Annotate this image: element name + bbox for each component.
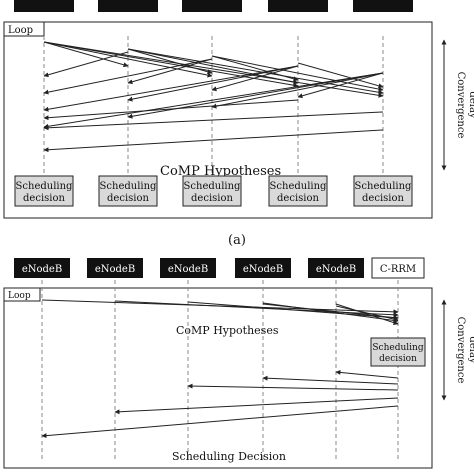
panel-a: Loop CoMP Hypotheses SchedulingdecisionS… [3,0,474,248]
panel-b-decision-arrow [262,375,399,385]
panel-a-loop-tab [3,21,45,37]
panel-a-decision-line1: Scheduling [355,181,412,192]
panel-b-hypothesis-arrow [335,305,399,322]
panel-b-lifelines [41,280,399,462]
panel-b: eNodeB eNodeB eNodeB eNodeB eNodeB C-RRM Loop… [3,257,474,469]
panel-a-node-box [98,0,158,12]
panel-b-hypotheses-label: CoMP Hypotheses [176,324,279,337]
panel-b-loop-frame [3,287,433,469]
panel-a-node-box [268,0,328,12]
panel-a-message-arrow [127,48,384,95]
panel-a-message-arrow [211,72,384,109]
panel-a-decision-box [98,175,158,207]
panel-a-node-box [182,0,242,12]
panel-a-decision-box [353,175,413,207]
panel-a-message-arrow [127,58,213,85]
panel-a-message-arrow [127,72,384,119]
panel-a-message-arrow [43,41,384,98]
panel-a-message-arrow [43,129,384,153]
panel-b-node-row: eNodeB eNodeB eNodeB eNodeB eNodeB C-RRM [14,257,425,279]
panel-b-enodeb-box [14,258,70,278]
panel-a-lifelines [43,36,384,200]
panel-a-delay-label-2: delay [467,91,474,118]
panel-a-decision-line1: Scheduling [16,181,73,192]
panel-b-crrm-box [371,257,425,279]
panel-a-messages [43,41,384,153]
panel-a-message-arrow [297,62,384,89]
panel-b-hypothesis-arrow [187,301,399,321]
panel-a-node-box [353,0,413,12]
panel-a-decision-line2: decision [362,193,404,204]
panel-a-message-arrow [211,55,299,82]
panel-a-message-arrow [297,72,384,99]
panel-a-decisions: SchedulingdecisionSchedulingdecisionSche… [14,175,413,207]
panel-a-message-arrow [211,55,384,92]
panel-a-message-arrow [43,51,129,78]
panel-a-delay-label-1: Convergence [455,72,466,139]
panel-b-delay-label-2: delay [467,336,474,363]
panel-a-node-row [14,0,413,12]
panel-a-message-arrow [211,65,299,92]
panel-b-loop-label: Loop [8,291,31,301]
panel-a-message-arrow [127,48,299,85]
panel-a-decision-line2: decision [191,193,233,204]
panel-b-decision-box [370,337,426,367]
panel-a-message-arrow [127,48,213,75]
panel-a-decision-line1: Scheduling [184,181,241,192]
panel-a-decision-box [182,175,242,207]
panel-a-message-arrow [43,41,299,88]
panel-a-caption: (a) [228,233,246,248]
panel-a-decision-line2: decision [277,193,319,204]
panel-a-decision-line1: Scheduling [270,181,327,192]
panel-b-hypothesis-arrow [262,303,399,321]
panel-b-messages [41,299,399,439]
panel-a-message-arrow [43,41,213,78]
panel-b-enodeb-box [160,258,216,278]
panel-b-decision-arrow [114,397,399,415]
panel-b-enodeb-label: eNodeB [95,264,135,275]
panel-b-delay-label-1: Convergence [455,317,466,384]
panel-b-decision-arrow [41,405,399,439]
panel-a-decision-line2: decision [23,193,65,204]
panel-b-decision-arrow [335,369,399,379]
panel-a-hypotheses-label: CoMP Hypotheses [160,164,281,179]
panel-b-enodeb-label: eNodeB [243,264,283,275]
panel-a-message-arrow [43,72,384,129]
panel-b-crrm-label: C-RRM [380,264,416,275]
panel-b-enodeb-label: eNodeB [316,264,356,275]
panel-a-node-box [14,0,74,12]
panel-a-message-arrow [43,99,299,121]
panel-b-decision-line1: Scheduling [372,343,423,353]
panel-b-enodeb-box [308,258,364,278]
panel-b-hypothesis-arrow [335,303,399,325]
panel-a-message-arrow [43,41,129,68]
panel-a-decision-line1: Scheduling [100,181,157,192]
panel-b-enodeb-box [87,258,143,278]
panel-a-message-arrow [43,111,384,131]
panel-a-message-arrow [127,65,299,102]
panel-a-loop-frame [3,21,433,219]
panel-b-loop-tab [3,287,41,302]
panel-b-enodeb-label: eNodeB [168,264,208,275]
panel-a-message-arrow [43,58,213,95]
panel-a-message-arrow [43,65,299,112]
panel-b-decision-line2: decision [379,354,417,364]
panel-a-decision-box [268,175,328,207]
panel-a-decision-line2: decision [107,193,149,204]
panel-b-enodeb-label: eNodeB [22,264,62,275]
panel-b-bottom-label: Scheduling Decision [172,450,286,463]
panel-b-decision-arrow [187,383,399,391]
panel-b-enodeb-box [235,258,291,278]
panel-a-decision-box [14,175,74,207]
panel-b-hypothesis-arrow [114,300,399,318]
panel-a-loop-label: Loop [8,25,33,36]
